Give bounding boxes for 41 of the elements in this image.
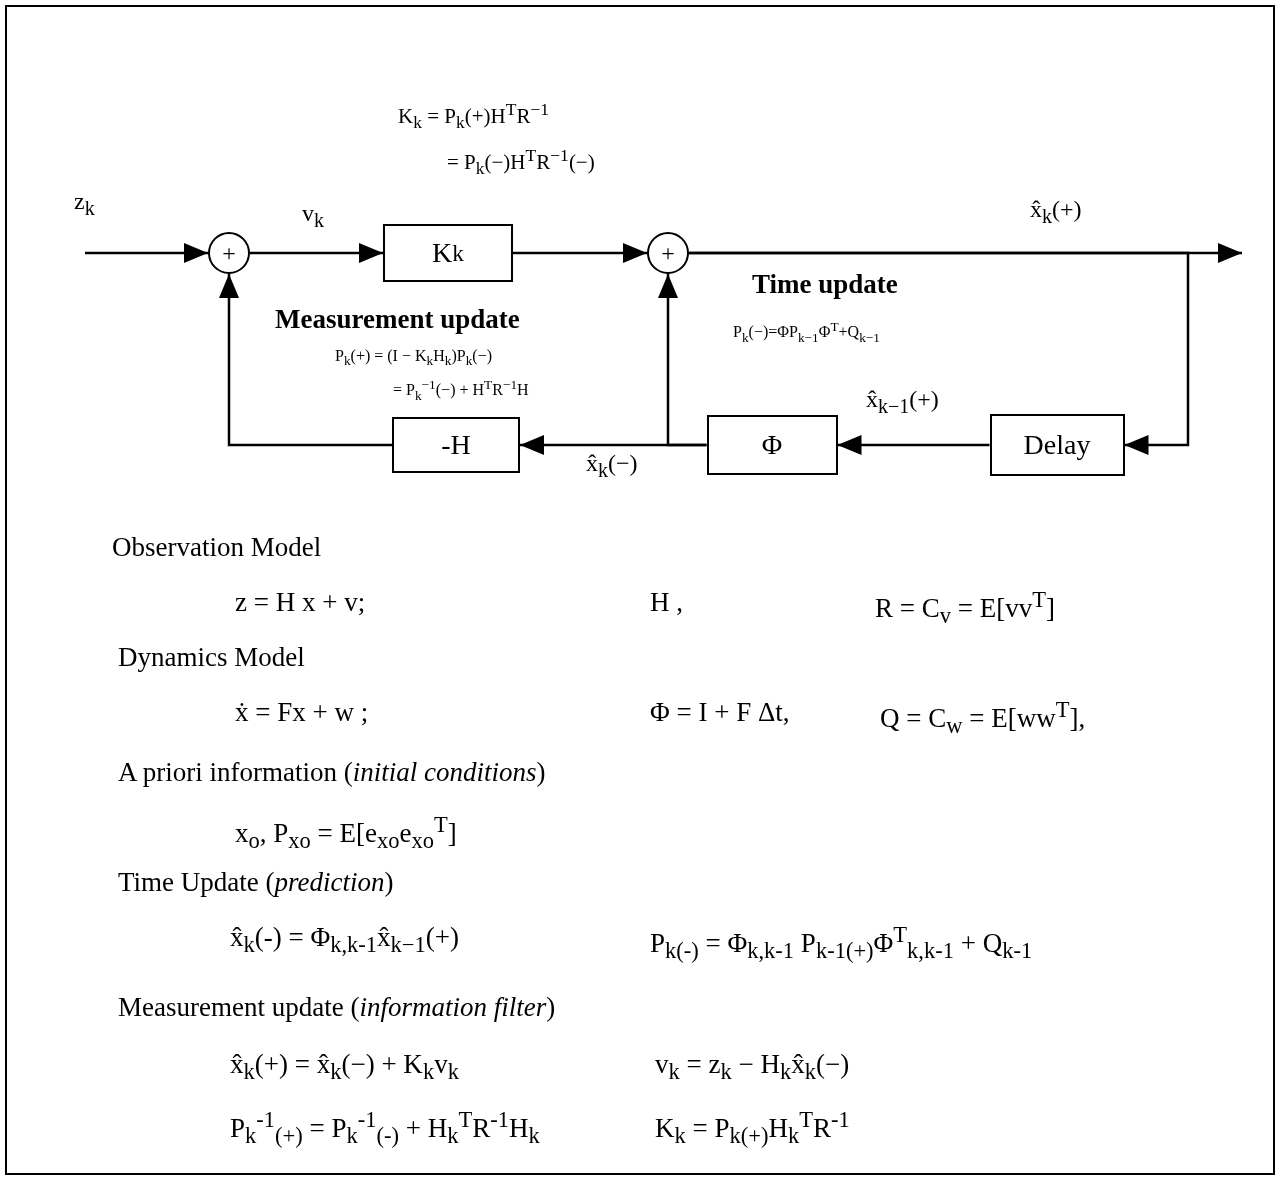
equation: P$_{k(-)}$ = Φ$_{k,k-1}$ P$_{k-1(+)}$Φ$^{T}$$_{k,k-1}$ + Q$_{k-1}$	[650, 923, 1033, 965]
arrow	[837, 435, 990, 455]
equation: ẋ = Fx + w ;	[235, 698, 369, 728]
arrow	[689, 251, 1190, 455]
equation: z = H x + v;	[235, 588, 366, 618]
edge-label: x̂$_{k}$(+)	[1030, 196, 1082, 227]
equation: x̂$_{k}$(-) = Φ$_{k,k-1}$x̂$_{k−1}$(+)	[230, 923, 459, 959]
equation: H ,	[650, 588, 683, 618]
section-heading: Time Update (prediction)	[118, 868, 394, 898]
equation: Q = C$_{w}$ = E[ww$^{T}$],	[880, 698, 1086, 740]
edge-label: x̂$_{k−1}$(+)	[866, 386, 939, 417]
arrow	[219, 274, 392, 447]
equation: x$_{o}$, P$_{xo}$ = E[e$_{xo}$e$_{xo}$$^{T}$]	[235, 813, 457, 855]
equation: x̂$_{k}$(+) = x̂$_{k}$(−) + K$_{k}$v$_{k}$	[230, 1050, 459, 1086]
section-heading: Measurement update (information filter)	[118, 993, 556, 1023]
equation: K$_{k}$ = P$_{k(+)}$H$_{k}$$^{T}$R$^{-1}$	[655, 1108, 850, 1150]
equation: P$_{k}$(+) = (I − K$_{k}$H$_{k}$)P$_{k}$(−)	[335, 347, 492, 369]
equation: R = C$_{v}$ = E[vv$^{T}$]	[875, 588, 1055, 630]
arrow	[85, 243, 208, 263]
edge-label: x̂$_{k}$(−)	[586, 450, 638, 481]
section-heading: Observation Model	[112, 533, 322, 563]
equation: = P$_{k}$(−)H$^{T}$R$^{−1}$(−)	[447, 146, 595, 179]
section-heading: Dynamics Model	[118, 643, 305, 673]
arrow	[658, 274, 707, 447]
edge-label: v$_{k}$	[302, 200, 324, 231]
block-box: -H	[392, 417, 520, 473]
section-heading: Time update	[752, 270, 898, 300]
equation: Φ = I + F Δt,	[650, 698, 790, 728]
edge-label: z$_{k}$	[74, 188, 95, 219]
block-box: Φ	[706, 415, 838, 475]
equation: P$_{k}$(−)=ΦP$_{k−1}$Φ$^{T}$+Q$_{k−1}$	[733, 320, 881, 346]
section-heading: Measurement update	[275, 305, 520, 335]
arrow	[250, 243, 383, 263]
equation: K$_{k}$ = P$_{k}$(+)H$^{T}$R$^{−1}$	[398, 100, 550, 133]
arrow	[513, 243, 647, 263]
section-heading: A priori information (initial conditions)	[118, 758, 546, 788]
equation: v$_{k}$ = z$_{k}$ − H$_{k}$x̂$_{k}$(−)	[655, 1050, 850, 1086]
block-box: Delay	[989, 414, 1125, 476]
equation: = P$_{k}$$^{−1}$(−) + H$^{T}$R$^{−1}$H	[393, 378, 529, 404]
summing-junction: +	[208, 232, 250, 274]
summing-junction: +	[647, 232, 689, 274]
